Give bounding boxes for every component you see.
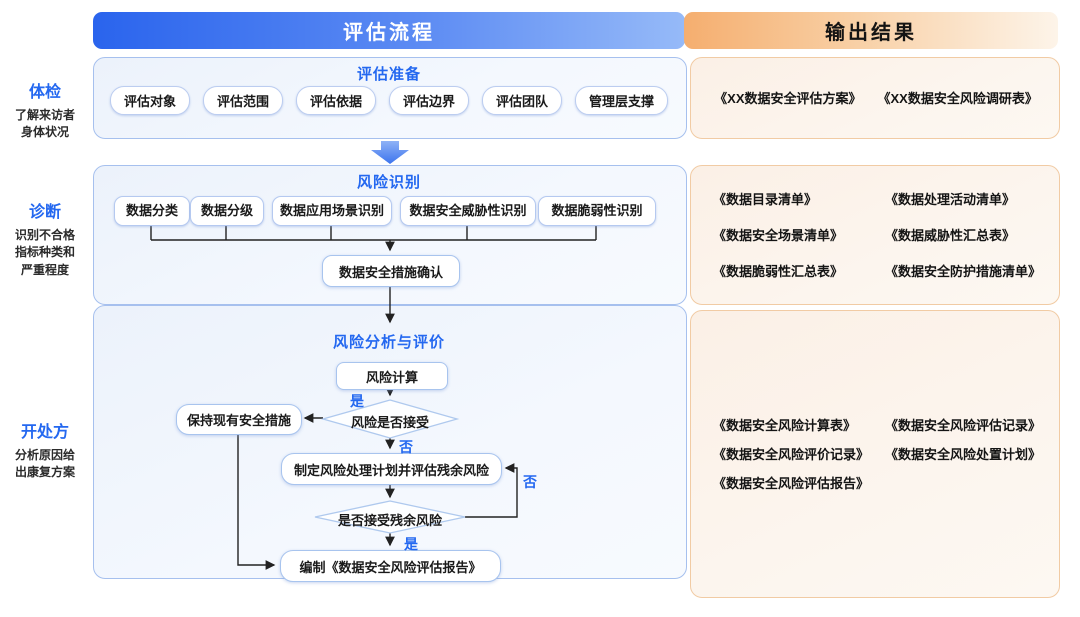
- stage2-title: 风险识别: [356, 174, 421, 191]
- rail-item-checkup: 体检 了解来访者 身体状况: [0, 78, 90, 142]
- box-compile-report: 编制《数据安全风险评估报告》: [280, 550, 501, 582]
- decision-accept-risk-label: 风险是否接受: [350, 415, 429, 430]
- pill-data-grading: 数据分级: [190, 196, 264, 226]
- rail-desc: 识别不合格 指标种类和 严重程度: [14, 228, 75, 277]
- doc-item: 《数据安全风险评估记录》: [885, 417, 1042, 433]
- output3-panel: [690, 310, 1060, 598]
- doc-item: 《XX数据安全评估方案》: [714, 90, 862, 106]
- doc-item: 《数据处理活动清单》: [885, 191, 1016, 207]
- output2-doc-list: 《数据目录清单》 《数据处理活动清单》 《数据安全场景清单》 《数据威胁性汇总表…: [713, 165, 1053, 303]
- output1-doc-list: 《XX数据安全评估方案》 《XX数据安全风险调研表》: [694, 57, 1058, 137]
- pill-threat-identify: 数据安全威胁性识别: [400, 196, 536, 226]
- box-risk-calculation: 风险计算: [336, 362, 448, 390]
- rail-desc: 了解来访者 身体状况: [14, 108, 75, 140]
- doc-item: 《数据安全防护措施清单》: [885, 263, 1042, 279]
- box-risk-treatment-plan: 制定风险处理计划并评估残余风险: [281, 453, 502, 485]
- output3-doc-list: 《数据安全风险计算表》 《数据安全风险评估记录》 《数据安全风险评价记录》 《数…: [713, 310, 1053, 596]
- doc-item: 《数据安全风险计算表》: [713, 417, 857, 433]
- branch-label-no: 否: [399, 439, 413, 455]
- pill-assess-object: 评估对象: [109, 86, 190, 115]
- process-header: 评估流程: [93, 12, 685, 49]
- doc-item: 《数据目录清单》: [713, 191, 818, 207]
- branch-label-no: 否: [523, 474, 537, 490]
- doc-item: 《数据安全风险处置计划》: [885, 446, 1042, 462]
- output2-panel: [690, 165, 1060, 305]
- pill-assess-boundary: 评估边界: [389, 86, 470, 115]
- pill-assess-basis: 评估依据: [295, 86, 376, 115]
- branch-label-yes: 是: [404, 536, 418, 552]
- stage1-pill-row: 评估对象 评估范围 评估依据 评估边界 评估团队 管理层支撑: [93, 86, 685, 115]
- rail-title: 诊断: [28, 204, 61, 221]
- doc-item: 《数据威胁性汇总表》: [885, 227, 1016, 243]
- pill-vulnerability-identify: 数据脆弱性识别: [538, 196, 656, 226]
- rail-item-prescription: 开处方 分析原因给 出康复方案: [0, 418, 90, 482]
- doc-item: 《数据安全风险评价记录》: [713, 446, 870, 462]
- doc-item: 《数据安全风险评估报告》: [713, 475, 870, 491]
- branch-label-yes: 是: [350, 393, 364, 409]
- pill-assess-team: 评估团队: [482, 86, 563, 115]
- pill-mgmt-support: 管理层支撑: [575, 86, 669, 115]
- pill-data-classification: 数据分类: [114, 196, 190, 226]
- decision-accept-residual-label: 是否接受残余风险: [337, 513, 442, 528]
- pill-scenario-identify: 数据应用场景识别: [272, 196, 392, 226]
- rail-item-diagnosis: 诊断 识别不合格 指标种类和 严重程度: [0, 198, 90, 279]
- pill-assess-scope: 评估范围: [202, 86, 283, 115]
- doc-item: 《XX数据安全风险调研表》: [877, 90, 1038, 106]
- box-keep-existing-measures: 保持现有安全措施: [176, 404, 302, 435]
- down-arrow-icon: [371, 141, 409, 164]
- doc-item: 《数据安全场景清单》: [713, 227, 844, 243]
- box-security-measure-confirm: 数据安全措施确认: [322, 255, 460, 287]
- stage1-title: 评估准备: [356, 66, 421, 83]
- rail-title: 体检: [28, 84, 61, 101]
- rail-desc: 分析原因给 出康复方案: [14, 448, 75, 480]
- stage3-title: 风险分析与评价: [332, 334, 445, 351]
- output1-panel: [690, 57, 1060, 139]
- output-header: 输出结果: [684, 12, 1058, 49]
- doc-item: 《数据脆弱性汇总表》: [713, 263, 844, 279]
- rail-title: 开处方: [20, 424, 69, 441]
